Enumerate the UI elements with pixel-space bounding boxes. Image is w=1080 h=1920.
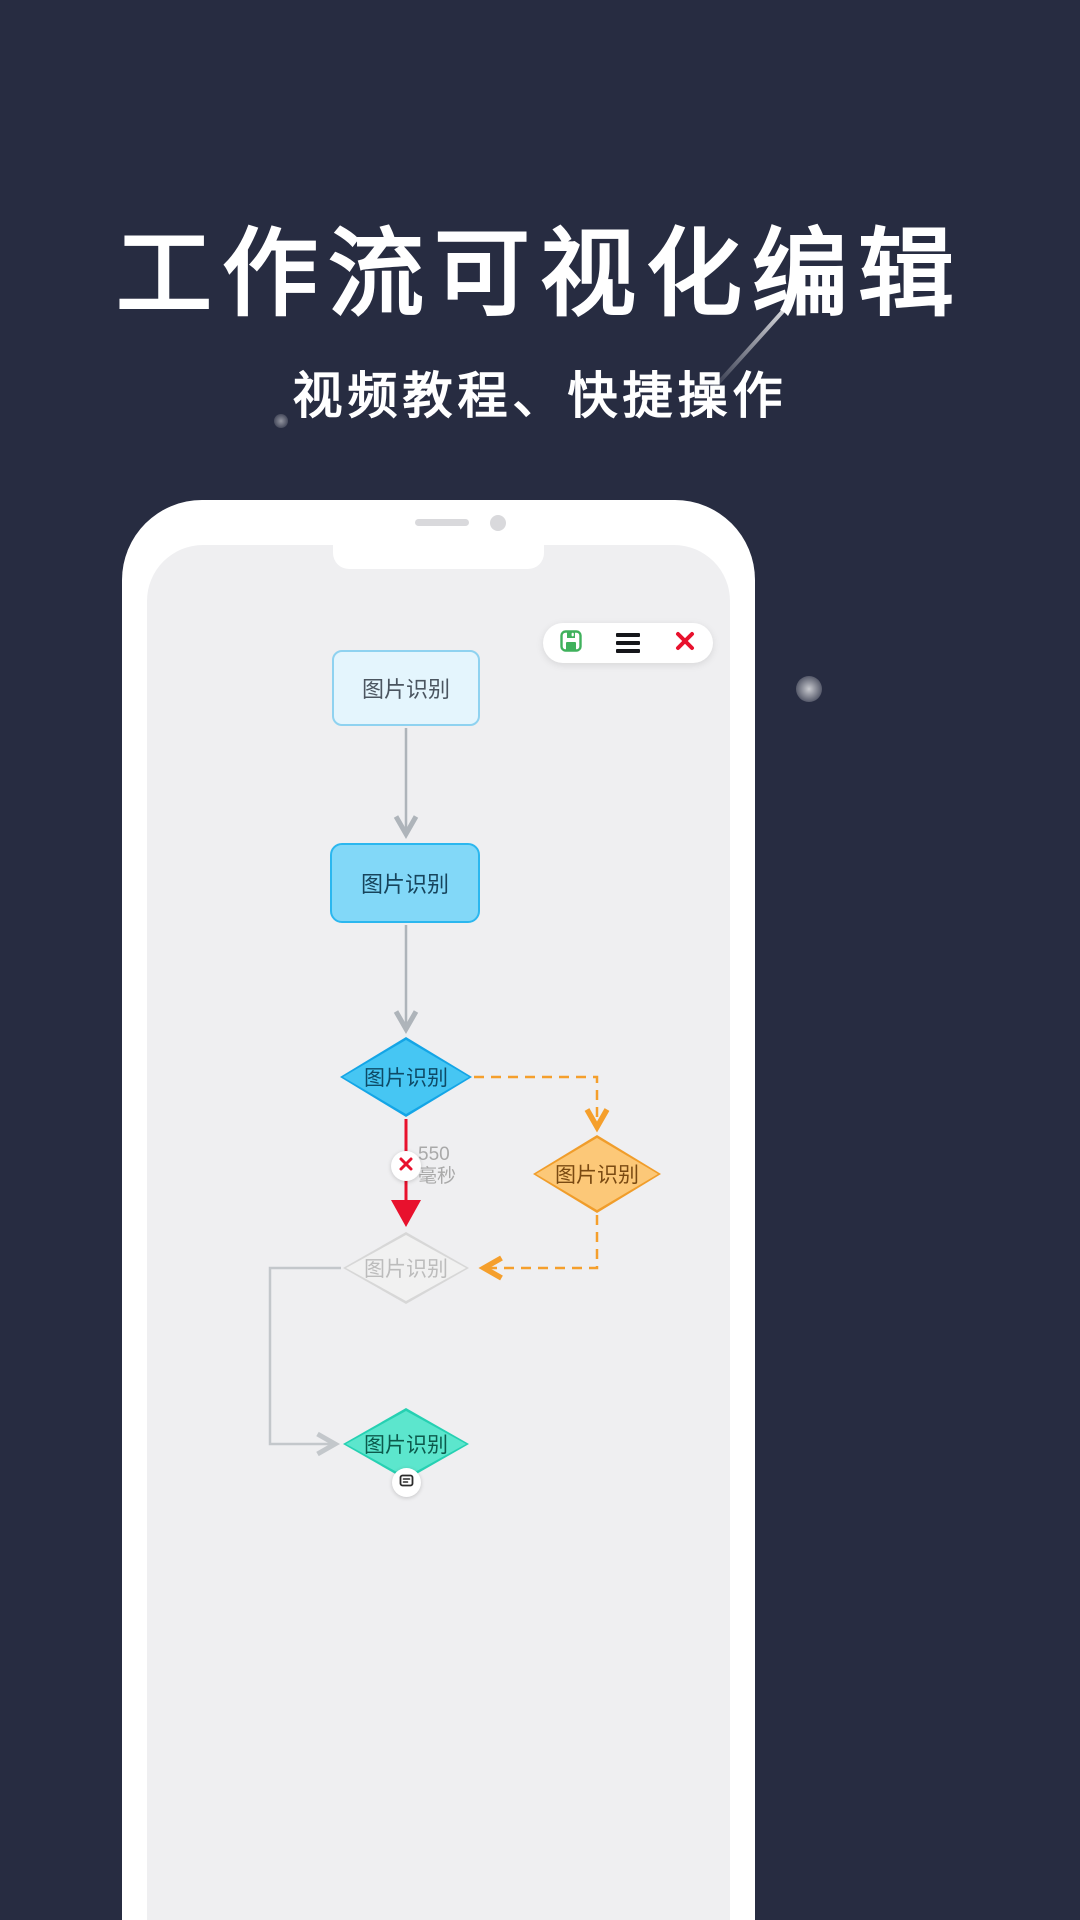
phone-screen bbox=[147, 545, 730, 1920]
phone-notch bbox=[333, 545, 544, 569]
editor-toolbar bbox=[543, 623, 713, 663]
menu-icon bbox=[615, 633, 640, 653]
flow-node-label: 图片识别 bbox=[361, 677, 450, 702]
flow-node-label: 图片识别 bbox=[555, 1164, 639, 1187]
close-button[interactable] bbox=[670, 628, 700, 658]
flow-node-label: 图片识别 bbox=[364, 1067, 448, 1090]
flow-node-decision-blue[interactable]: 图片识别 bbox=[340, 1037, 472, 1117]
flow-node-start[interactable]: 图片识别 bbox=[332, 650, 480, 726]
subflow-badge[interactable] bbox=[392, 1468, 421, 1497]
flow-node-label: 图片识别 bbox=[364, 1258, 448, 1281]
close-icon bbox=[674, 630, 696, 657]
error-duration-label: 550 毫秒 bbox=[418, 1144, 456, 1188]
phone-speaker bbox=[415, 519, 469, 526]
page-subtitle: 视频教程、快捷操作 bbox=[292, 368, 788, 424]
glow-dot-decoration bbox=[274, 414, 288, 428]
error-duration-unit: 毫秒 bbox=[418, 1165, 457, 1187]
error-badge[interactable] bbox=[391, 1151, 421, 1181]
phone-frame bbox=[122, 500, 755, 1920]
error-duration-value: 550 bbox=[418, 1144, 450, 1165]
flow-node-step[interactable]: 图片识别 bbox=[330, 843, 480, 923]
flow-node-decision-orange[interactable]: 图片识别 bbox=[533, 1135, 661, 1213]
flow-node-label: 图片识别 bbox=[360, 872, 449, 897]
phone-camera bbox=[490, 515, 506, 531]
subflow-icon bbox=[398, 1472, 415, 1494]
glow-dot-decoration bbox=[796, 676, 822, 702]
menu-button[interactable] bbox=[613, 628, 643, 658]
page-title: 工作流可视化编辑 bbox=[116, 221, 964, 328]
save-button[interactable] bbox=[556, 628, 586, 658]
error-x-icon bbox=[398, 1156, 414, 1177]
flow-node-decision-disabled[interactable]: 图片识别 bbox=[343, 1232, 469, 1304]
flow-node-label: 图片识别 bbox=[364, 1434, 448, 1457]
save-icon bbox=[559, 629, 583, 658]
flow-node-decision-teal[interactable]: 图片识别 bbox=[343, 1408, 469, 1480]
